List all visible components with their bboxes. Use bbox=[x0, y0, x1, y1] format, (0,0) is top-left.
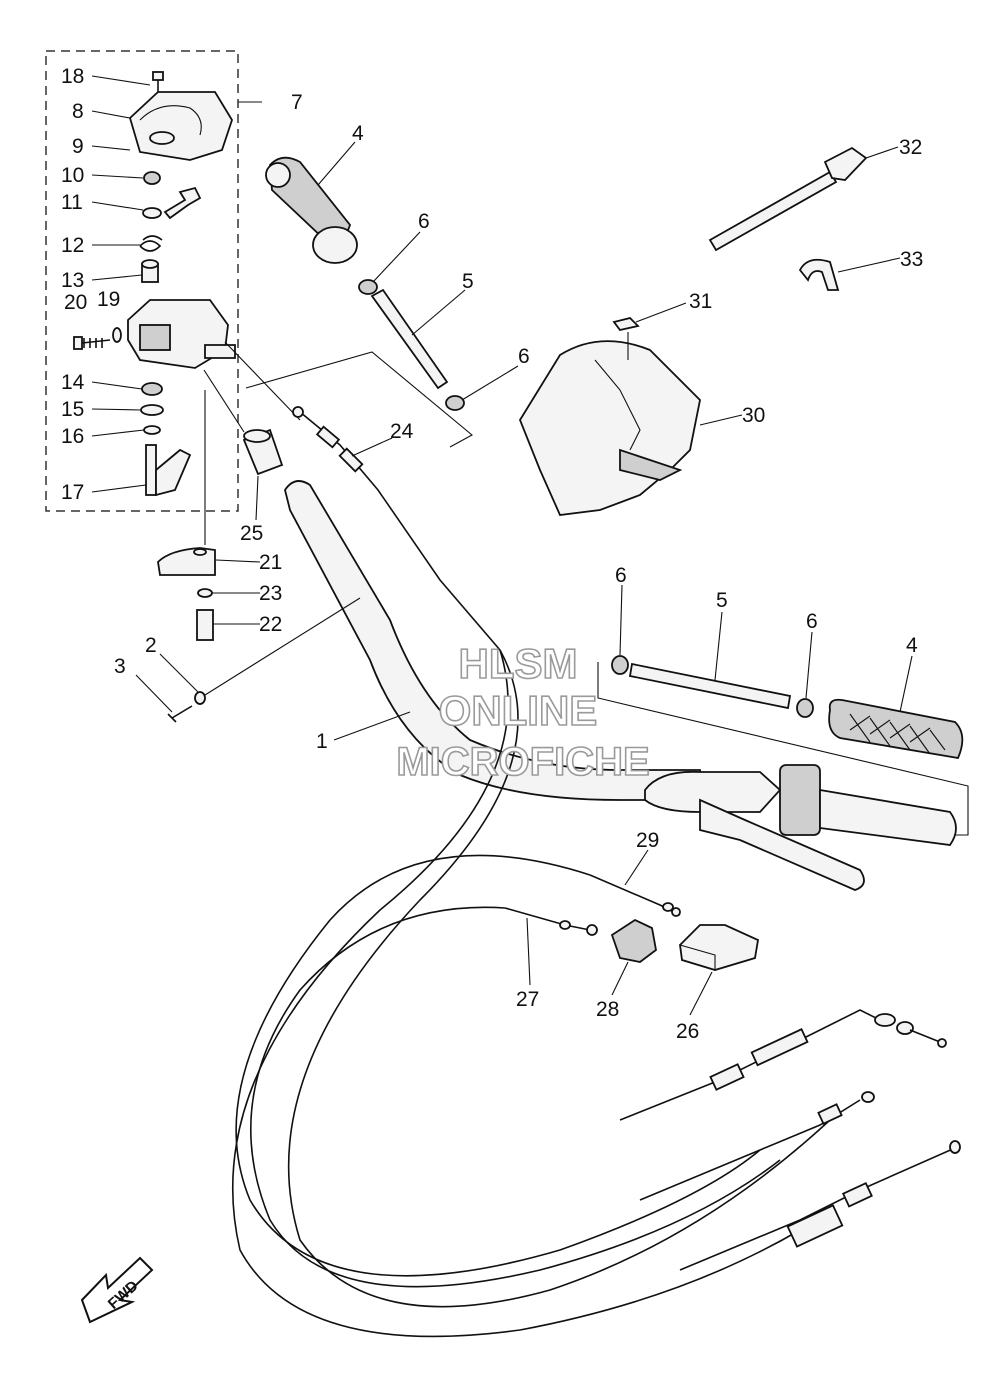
callout-5-right: 5 bbox=[716, 589, 728, 612]
callout-12: 12 bbox=[61, 234, 84, 257]
callout-10: 10 bbox=[61, 164, 84, 187]
callout-26: 26 bbox=[676, 1020, 699, 1043]
watermark-line-2: ONLINE bbox=[439, 687, 598, 734]
callout-23: 23 bbox=[259, 582, 282, 605]
part-sticker-31 bbox=[612, 317, 640, 360]
part-nut-10 bbox=[143, 171, 161, 185]
part-collar-6-right-b bbox=[796, 698, 814, 718]
throttle-assembly-box bbox=[45, 50, 239, 512]
callout-11: 11 bbox=[61, 191, 83, 214]
part-handlebar-1 bbox=[284, 480, 707, 801]
part-bushing-14 bbox=[141, 382, 163, 396]
guide-line bbox=[245, 351, 473, 448]
part-spring-12 bbox=[139, 235, 163, 252]
guide-line bbox=[224, 341, 301, 421]
part-washer-19 bbox=[112, 327, 122, 343]
callout-7: 7 bbox=[291, 91, 303, 114]
callout-13: 13 bbox=[61, 269, 84, 292]
part-cable-27 bbox=[504, 907, 598, 936]
part-clip-33 bbox=[798, 258, 840, 291]
guide-line bbox=[203, 369, 245, 433]
part-collar-6-top bbox=[358, 279, 378, 295]
part-housing bbox=[127, 299, 236, 369]
callout-19: 19 bbox=[97, 288, 120, 311]
callout-1: 1 bbox=[316, 730, 328, 753]
callout-24: 24 bbox=[390, 420, 414, 443]
part-washer-15 bbox=[140, 404, 164, 416]
callout-6-right-a: 6 bbox=[615, 564, 627, 587]
part-washer-23 bbox=[197, 588, 213, 598]
part-cover-30 bbox=[518, 340, 701, 516]
callout-3: 3 bbox=[114, 655, 126, 678]
part-rod-5-right bbox=[628, 662, 792, 710]
part-cable-tie-32 bbox=[708, 146, 868, 252]
part-adjuster-28 bbox=[610, 918, 657, 963]
part-right-grip-assembly bbox=[644, 764, 957, 891]
callout-16: 16 bbox=[61, 425, 84, 448]
callout-9: 9 bbox=[72, 135, 84, 158]
part-clamp-21 bbox=[157, 547, 216, 576]
callout-29: 29 bbox=[636, 829, 659, 852]
callout-33: 33 bbox=[900, 248, 923, 271]
part-sleeve-25 bbox=[242, 428, 284, 476]
part-cover-8-9 bbox=[128, 91, 233, 161]
callout-17: 17 bbox=[61, 481, 84, 504]
callout-8: 8 bbox=[72, 100, 84, 123]
guide-line bbox=[597, 662, 969, 836]
callout-4-top: 4 bbox=[352, 122, 364, 145]
callout-30: 30 bbox=[742, 404, 765, 427]
callout-31: 31 bbox=[689, 290, 712, 313]
part-bar-end-2-3 bbox=[167, 691, 206, 723]
cable-routes bbox=[231, 649, 961, 1338]
part-bolt-22 bbox=[196, 609, 214, 641]
callout-6-top: 6 bbox=[418, 210, 430, 233]
part-collar-6-mid bbox=[445, 395, 465, 411]
callout-25: 25 bbox=[240, 522, 263, 545]
callout-labels: 18 8 9 10 11 12 13 20 19 14 15 16 17 7 4… bbox=[61, 65, 923, 1043]
callout-4-right: 4 bbox=[906, 634, 918, 657]
callout-15: 15 bbox=[61, 398, 84, 421]
part-holder-26 bbox=[679, 924, 760, 971]
watermark-line-1: HLSM bbox=[459, 640, 578, 687]
callout-21: 21 bbox=[259, 551, 282, 574]
part-cable-24 bbox=[292, 406, 501, 651]
part-collar-13 bbox=[141, 259, 159, 283]
part-lever-11 bbox=[142, 186, 202, 220]
part-washer-16 bbox=[143, 425, 161, 435]
callout-14: 14 bbox=[61, 371, 85, 394]
watermark: HLSM ONLINE MICROFICHE bbox=[396, 639, 651, 785]
callout-22: 22 bbox=[259, 613, 282, 636]
callout-27: 27 bbox=[516, 988, 539, 1011]
part-grip-right bbox=[828, 698, 964, 760]
callout-5-top: 5 bbox=[462, 270, 474, 293]
fwd-arrow-icon: FWD bbox=[80, 1256, 154, 1324]
part-collar-6-right-a bbox=[611, 655, 629, 675]
part-throttle-lever-17 bbox=[145, 444, 192, 497]
callout-28: 28 bbox=[596, 998, 619, 1021]
callout-6-mid: 6 bbox=[518, 345, 530, 368]
part-rod-5-top bbox=[370, 288, 449, 390]
part-grip-top bbox=[265, 156, 358, 264]
callout-18: 18 bbox=[61, 65, 84, 88]
part-screw-20 bbox=[73, 336, 111, 350]
watermark-line-3: MICROFICHE bbox=[396, 740, 649, 784]
callout-2: 2 bbox=[145, 634, 157, 657]
callout-20: 20 bbox=[64, 291, 87, 314]
callout-32: 32 bbox=[899, 136, 922, 159]
leader-lines bbox=[91, 75, 913, 1016]
callout-6-right-b: 6 bbox=[806, 610, 818, 633]
part-cable-29 bbox=[589, 874, 681, 917]
